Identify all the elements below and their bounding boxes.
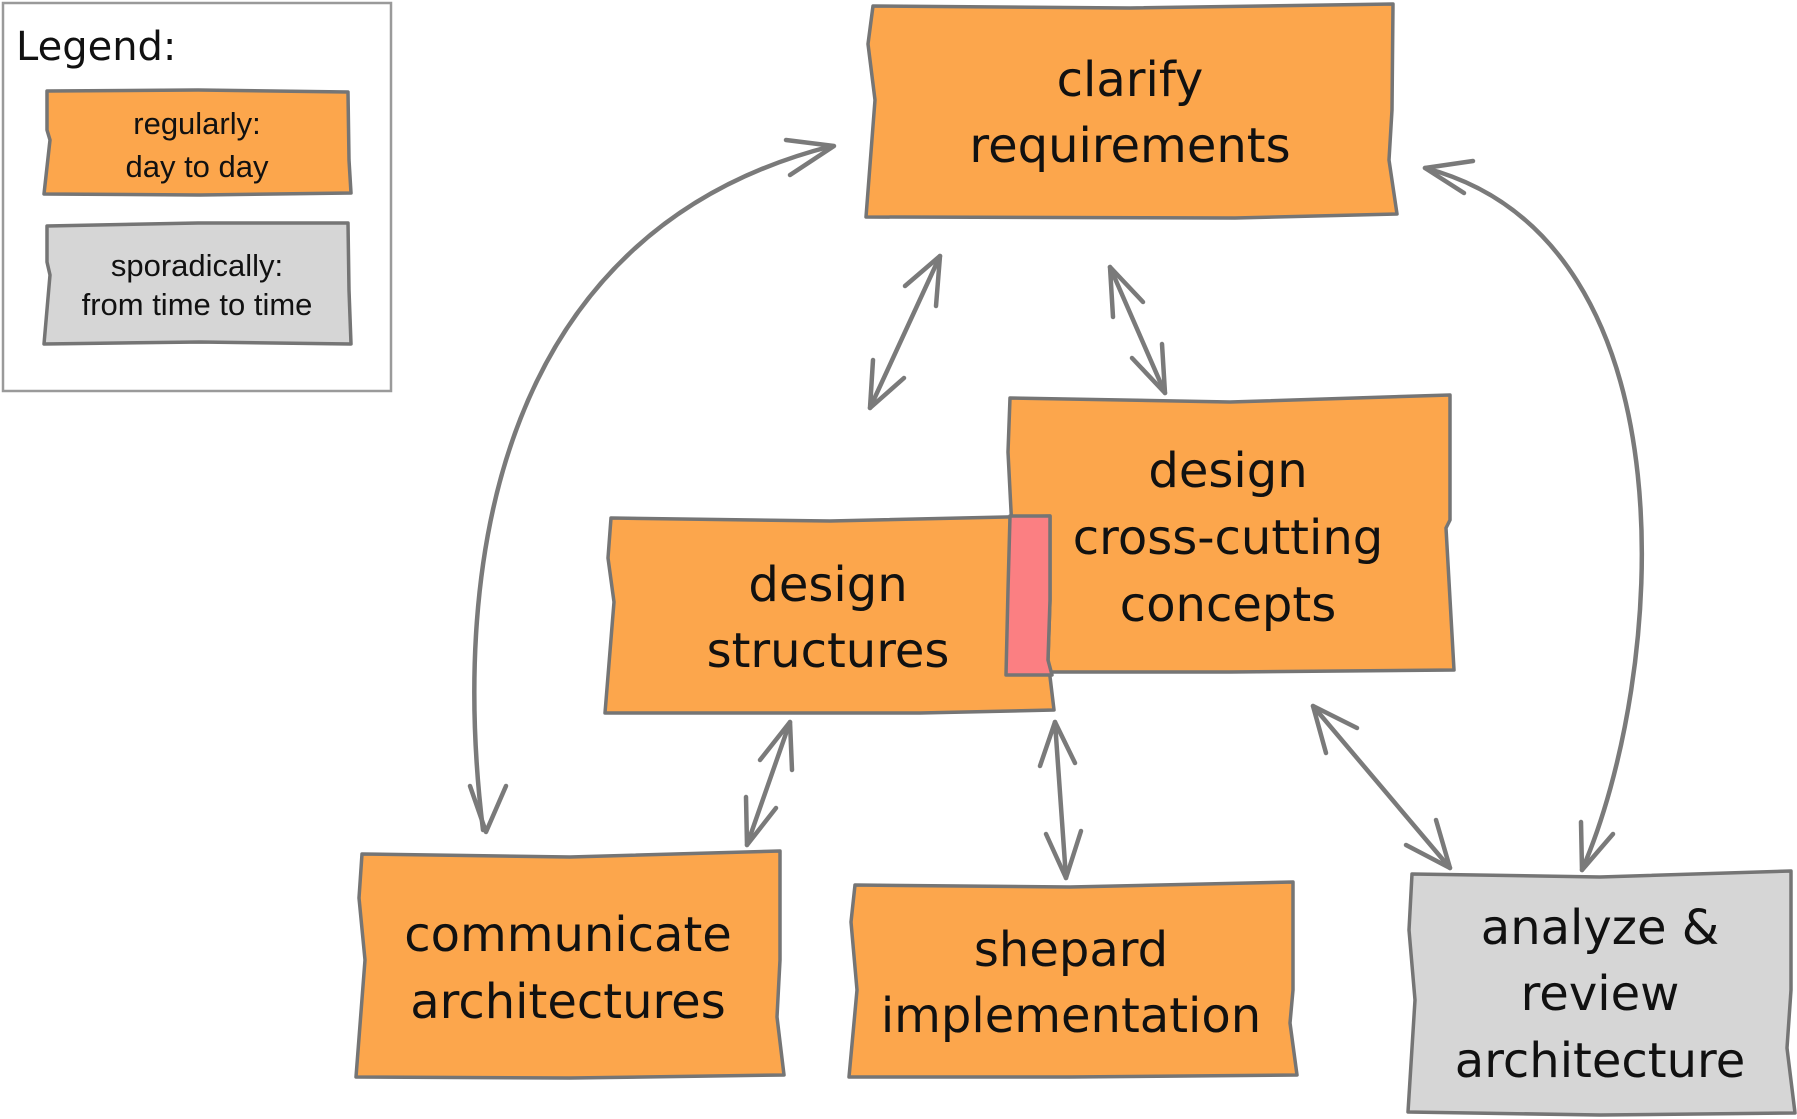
box-shepard-line1: shepard: [974, 922, 1168, 978]
box-structures-line1: design: [748, 557, 907, 613]
arrowhead-cross-top: [1310, 703, 1360, 756]
box-shepard-line2: implementation: [881, 988, 1261, 1044]
connections: [467, 137, 1645, 881]
box-analyze-review-architecture: analyze & review architecture: [1406, 869, 1797, 1117]
box-design-cross-cutting-concepts: design cross-cutting concepts: [1006, 393, 1456, 674]
box-cross-line3: concepts: [1120, 577, 1336, 633]
box-clarify-line1: clarify: [1057, 52, 1204, 108]
arrowhead-clarify-cross-bottom: [1129, 341, 1168, 396]
arrow-clarify-structures: [867, 253, 943, 411]
arrow-clarify-cross: [1107, 264, 1168, 396]
arrowhead-structures-shepard-bottom: [1043, 828, 1084, 881]
arrowhead-communicate-end: [467, 783, 509, 835]
box-communicate-shape: [354, 849, 786, 1080]
arrow-clarify-communicate: [472, 143, 835, 833]
box-cross-line1: design: [1148, 443, 1307, 499]
arrow-cross-analyze: [1310, 703, 1453, 871]
arrow-clarify-analyze: [1422, 165, 1645, 873]
arrowhead-clarify-end: [783, 137, 837, 178]
legend-regular-swatch: [42, 88, 353, 197]
arrowhead-clarify-right: [1422, 158, 1476, 196]
box-structures-shape: [603, 514, 1056, 715]
legend-sporadic-line1: sporadically:: [111, 248, 283, 283]
legend: Legend: regularly: day to day sporadical…: [1, 1, 393, 393]
arrowhead-clarify-structures-top: [902, 253, 943, 309]
box-communicate-architectures: communicate architectures: [354, 849, 786, 1080]
arrowhead-structures-communicate-bottom: [743, 794, 779, 848]
overlap-region: [1004, 514, 1054, 677]
box-analyze-line1: analyze &: [1481, 900, 1719, 956]
legend-regular-line2: day to day: [125, 149, 269, 184]
legend-title: Legend:: [16, 24, 176, 70]
box-shepard-shape: [847, 880, 1299, 1079]
arrowhead-analyze-left: [1403, 817, 1453, 871]
box-design-structures: design structures: [603, 514, 1056, 715]
box-cross-shape: [1006, 393, 1456, 674]
box-clarify-shape: [864, 2, 1399, 220]
box-communicate-line1: communicate: [404, 907, 732, 963]
box-analyze-shape: [1406, 869, 1797, 1117]
box-shepard-implementation: shepard implementation: [847, 880, 1299, 1079]
legend-regular-line1: regularly:: [133, 106, 261, 141]
arrow-structures-communicate: [744, 719, 793, 848]
box-analyze-line3: architecture: [1455, 1033, 1745, 1089]
box-cross-line2: cross-cutting: [1073, 510, 1383, 566]
box-communicate-line2: architectures: [410, 974, 725, 1030]
box-analyze-line2: review: [1521, 966, 1680, 1022]
box-clarify-line2: requirements: [969, 118, 1290, 174]
arrowhead-structures-communicate-top: [757, 719, 795, 773]
arrowhead-analyze-top: [1578, 819, 1616, 873]
arrowhead-structures-shepard-top: [1037, 719, 1078, 769]
legend-sporadic-swatch: [42, 221, 353, 346]
box-structures-line2: structures: [707, 623, 950, 679]
arrow-structures-shepard: [1052, 719, 1069, 881]
arrowhead-clarify-structures-bottom: [867, 357, 907, 411]
box-clarify-requirements: clarify requirements: [864, 2, 1399, 220]
arrowhead-clarify-cross-top: [1107, 264, 1146, 320]
legend-sporadic-line2: from time to time: [82, 287, 313, 322]
